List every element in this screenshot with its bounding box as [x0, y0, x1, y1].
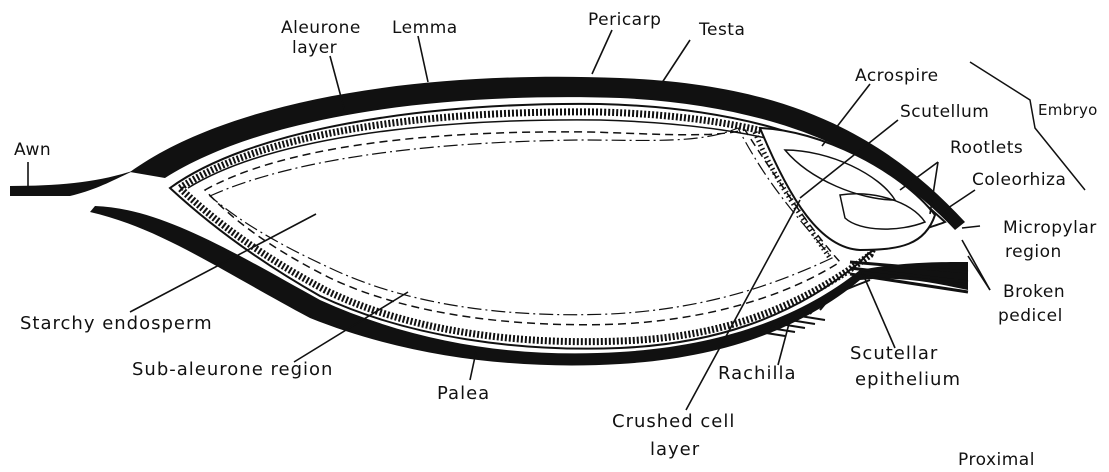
label-sub-aleurone: Sub-aleurone region — [132, 360, 333, 380]
label-pericarp: Pericarp — [588, 10, 661, 30]
label-awn: Awn — [14, 140, 51, 160]
label-lemma: Lemma — [392, 18, 458, 38]
label-micropylar: Micropylar — [1003, 218, 1097, 238]
label-starchy-endosperm: Starchy endosperm — [20, 314, 213, 334]
label-acrospire: Acrospire — [855, 66, 939, 86]
label-proximal: Proximal — [958, 450, 1035, 470]
label-pedicel: pedicel — [998, 306, 1063, 326]
label-crushed-layer: layer — [650, 440, 700, 460]
label-embryo: Embryo — [1038, 100, 1098, 120]
label-crushed-cell: Crushed cell — [612, 412, 735, 432]
label-testa: Testa — [699, 20, 745, 40]
label-micropylar-region: region — [1005, 242, 1062, 262]
label-aleurone: Aleurone — [281, 18, 361, 38]
label-broken: Broken — [1003, 282, 1065, 302]
label-rootlets: Rootlets — [950, 138, 1023, 158]
label-epithelium: epithelium — [855, 370, 961, 390]
label-coleorhiza: Coleorhiza — [972, 170, 1066, 190]
label-aleurone-layer: layer — [292, 38, 337, 58]
label-scutellum: Scutellum — [900, 102, 989, 122]
label-rachilla: Rachilla — [718, 364, 796, 384]
label-scutellar: Scutellar — [850, 344, 938, 364]
label-palea: Palea — [437, 384, 490, 404]
